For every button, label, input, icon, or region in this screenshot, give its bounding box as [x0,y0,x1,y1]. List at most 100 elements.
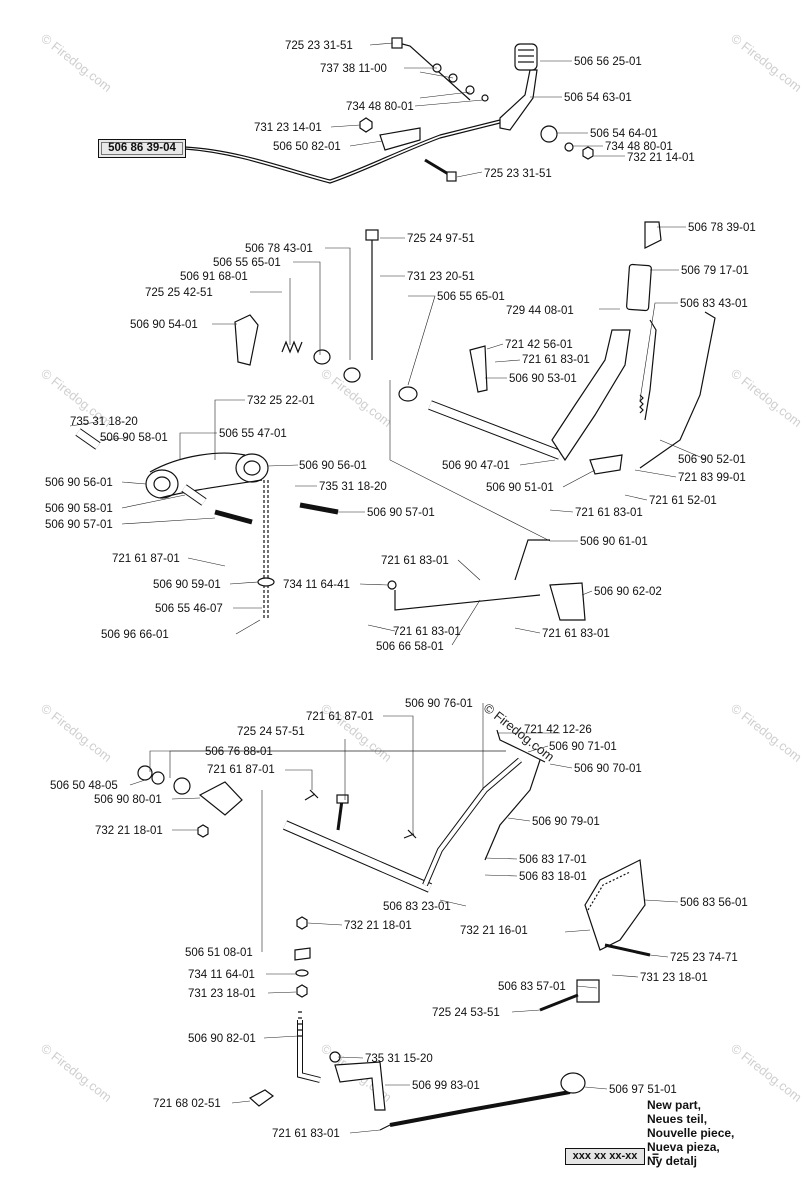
part-label: 506 83 18-01 [519,871,587,883]
part-label: 506 90 76-01 [405,698,473,710]
part-label: 732 21 16-01 [460,925,528,937]
part-label: 506 90 51-01 [486,482,554,494]
part-label: 735 31 18-20 [70,416,138,428]
assembly-number: 506 86 39-04 [108,142,176,154]
part-label: 731 23 14-01 [254,122,322,134]
part-label: 721 42 12-26 [524,724,592,736]
part-label: 506 90 57-01 [45,519,113,531]
brake-cable-assembly [184,37,594,184]
part-label: 506 55 65-01 [213,257,281,269]
part-label: 506 90 82-01 [188,1033,256,1045]
part-label: 721 42 56-01 [505,339,573,351]
part-label: 506 55 65-01 [437,291,505,303]
part-label: 725 23 31-51 [484,168,552,180]
part-labels-1: 725 23 31-51 737 38 11-00 734 48 80-01 7… [254,40,695,180]
part-labels-2: 725 24 97-51 506 78 43-01 506 55 65-01 5… [45,222,756,653]
part-label: 721 61 83-01 [542,628,610,640]
part-label: 506 97 51-01 [609,1084,677,1096]
part-label: 506 66 58-01 [376,641,444,653]
part-label: 506 51 08-01 [185,947,253,959]
part-label: 721 83 99-01 [678,472,746,484]
part-label: 721 61 87-01 [207,764,275,776]
part-label: 506 90 62-02 [594,586,662,598]
part-label: 735 31 18-20 [319,481,387,493]
part-label: 506 83 57-01 [498,981,566,993]
part-label: 506 50 82-01 [273,141,341,153]
part-label: 506 83 43-01 [680,298,748,310]
part-label: 721 61 83-01 [522,354,590,366]
part-label: 721 61 52-01 [649,495,717,507]
part-label: 506 90 53-01 [509,373,577,385]
part-label: 721 61 83-01 [393,626,461,638]
watermark: © Firedog.com [38,701,115,765]
part-label: 729 44 08-01 [506,305,574,317]
part-label: 506 90 47-01 [442,460,510,472]
part-label: 735 31 15-20 [365,1053,433,1065]
part-label: 734 11 64-41 [283,579,350,591]
part-label: 721 68 02-51 [153,1098,221,1110]
part-label: 506 90 56-01 [299,460,367,472]
drive-linkage-assembly [75,221,716,621]
watermark: © Firedog.com [38,31,115,95]
part-label: 725 24 57-51 [237,726,305,738]
part-label: 506 90 58-01 [100,432,168,444]
part-label: 506 90 61-01 [580,536,648,548]
part-label: 725 24 53-51 [432,1007,500,1019]
part-label: 506 99 83-01 [412,1080,480,1092]
part-label: 506 79 17-01 [681,265,749,277]
part-label: 506 83 17-01 [519,854,587,866]
part-label: 721 61 83-01 [272,1128,340,1140]
part-label: 506 78 43-01 [245,243,313,255]
part-label: 725 23 31-51 [285,40,353,52]
legend-equals: = [652,1149,660,1163]
part-label: 506 54 63-01 [564,92,632,104]
legend-code-box: xxx xx xx-xx [565,1148,645,1165]
part-label: 734 48 80-01 [605,141,673,153]
leader-lines-3 [129,703,679,1134]
part-label: 506 78 39-01 [688,222,756,234]
part-label: 732 21 14-01 [627,152,695,164]
legend-line: Nueva pieza, [647,1140,720,1154]
part-label: 732 25 22-01 [247,395,315,407]
watermark: © Firedog.com [728,366,805,430]
part-label: 734 11 64-01 [188,969,255,981]
part-label: 506 90 54-01 [130,319,198,331]
part-label: 725 24 97-51 [407,233,475,245]
leader-lines-2 [69,226,706,646]
part-label: 506 90 79-01 [532,816,600,828]
watermark: © Firedog.com [38,1041,115,1105]
watermark: © Firedog.com [728,701,805,765]
part-label: 721 61 83-01 [575,507,643,519]
part-label: 506 90 58-01 [45,503,113,515]
speed-control-assembly [137,729,651,1131]
legend-line: Neues teil, [647,1112,708,1126]
part-labels-3: 506 90 76-01 721 61 87-01 725 24 57-51 7… [50,698,748,1140]
watermark-group: © Firedog.com © Firedog.com © Firedog.co… [38,31,805,1105]
leader-lines-1 [330,42,625,178]
part-label: 732 21 18-01 [95,825,163,837]
part-label: 506 83 23-01 [383,901,451,913]
legend-line: New part, [647,1098,702,1112]
legend: New part, Neues teil, Nouvelle piece, Nu… [647,1098,734,1168]
legend-line: Ny detalj [647,1154,698,1168]
part-label: 506 55 46-07 [155,603,223,615]
part-label: 731 23 20-51 [407,271,475,283]
part-label: 731 23 18-01 [188,988,256,1000]
part-label: 721 61 87-01 [306,711,374,723]
part-label: 506 54 64-01 [590,128,658,140]
watermark: © Firedog.com [728,1041,805,1105]
part-label: 506 90 59-01 [153,579,221,591]
assembly-number-frame [101,142,183,155]
part-label: 506 50 48-05 [50,780,118,792]
part-label: 506 96 66-01 [101,629,169,641]
assembly-number-box: 506 86 39-04 [98,139,186,158]
part-label: 506 90 71-01 [549,741,617,753]
part-label: 506 56 25-01 [574,56,642,68]
part-label: 506 76 88-01 [205,746,273,758]
part-label: 725 23 74-71 [670,952,738,964]
part-label: 734 48 80-01 [346,101,414,113]
part-label: 506 83 56-01 [680,897,748,909]
part-label: 721 61 87-01 [112,553,180,565]
part-label: 506 90 56-01 [45,477,113,489]
